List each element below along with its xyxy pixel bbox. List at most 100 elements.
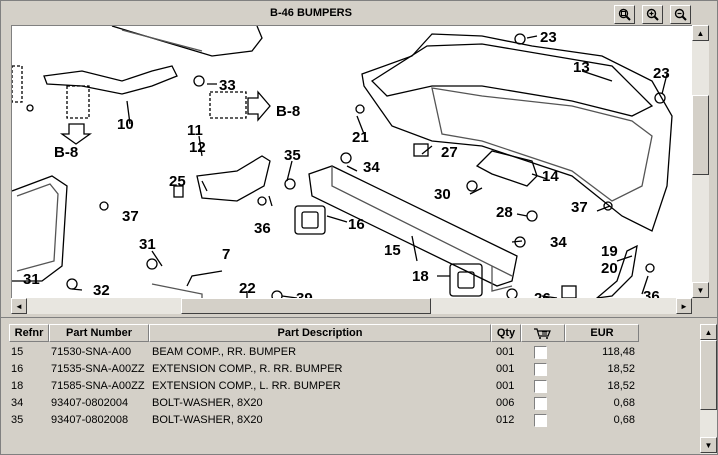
callout-11[interactable]: 11: [187, 122, 203, 139]
callout-31b[interactable]: 31: [23, 271, 40, 288]
cell-qty: 012: [496, 414, 515, 426]
col-qty[interactable]: Qty: [491, 324, 521, 342]
col-refnr[interactable]: Refnr: [9, 324, 49, 342]
callout-34a[interactable]: 34: [363, 159, 380, 176]
cell-qty: 001: [496, 380, 515, 392]
zoom-fit-icon: [618, 8, 631, 21]
callout-12[interactable]: 12: [189, 139, 206, 156]
callout-21[interactable]: 21: [352, 129, 369, 146]
cell-eur: 0,68: [613, 397, 635, 409]
callout-10[interactable]: 10: [117, 116, 134, 133]
table-vertical-scrollbar[interactable]: ▲ ▼: [700, 324, 717, 454]
callout-27[interactable]: 27: [441, 144, 458, 161]
zoom-in-button[interactable]: [642, 5, 663, 24]
callout-13[interactable]: 13: [573, 59, 590, 76]
callout-14[interactable]: 14: [542, 168, 559, 185]
table-row[interactable]: 18 71585-SNA-A00ZZ EXTENSION COMP., L. R…: [9, 378, 639, 395]
table-row[interactable]: 16 71535-SNA-A00ZZ EXTENSION COMP., R. R…: [9, 361, 639, 378]
cell-eur: 18,52: [607, 380, 635, 392]
callout-26[interactable]: 26: [534, 290, 551, 298]
zoom-in-icon: [646, 8, 659, 21]
pane-splitter[interactable]: [1, 317, 717, 324]
diagram-horizontal-scrollbar[interactable]: ◄ ►: [11, 298, 692, 314]
callout-18[interactable]: 18: [412, 268, 429, 285]
scroll-thumb-horizontal[interactable]: [181, 298, 431, 314]
callout-19[interactable]: 19: [601, 243, 618, 260]
table-scroll-thumb[interactable]: [700, 340, 717, 410]
zoom-out-button[interactable]: [670, 5, 691, 24]
cell-refnr: 35: [11, 414, 24, 426]
callout-28[interactable]: 28: [496, 204, 513, 221]
arrow-up-icon: ▲: [704, 327, 713, 337]
col-description[interactable]: Part Description: [149, 324, 491, 342]
scroll-left-button[interactable]: ◄: [11, 298, 27, 314]
arrow-up-icon: ▲: [696, 28, 705, 38]
col-part-number[interactable]: Part Number: [49, 324, 149, 342]
callout-33[interactable]: 33: [219, 77, 236, 94]
cell-eur: 118,48: [602, 346, 635, 358]
exploded-view-drawing: 23 13 23 33 10 11 12 35 21 27 34 25 14 3…: [12, 26, 673, 298]
callout-39[interactable]: 39: [296, 290, 313, 298]
diagram-vertical-scrollbar[interactable]: ▲ ▼: [692, 25, 709, 298]
callout-23a[interactable]: 23: [540, 29, 557, 46]
col-eur[interactable]: EUR: [565, 324, 639, 342]
callout-20[interactable]: 20: [601, 260, 618, 277]
arrow-down-icon: ▼: [696, 285, 705, 295]
zoom-fit-button[interactable]: [614, 5, 635, 24]
cell-qty: 001: [496, 363, 515, 375]
scroll-right-button[interactable]: ►: [676, 298, 692, 314]
ref-b8-right[interactable]: B-8: [276, 103, 300, 120]
ref-b8-down[interactable]: B-8: [54, 144, 78, 161]
cell-description: EXTENSION COMP., L. RR. BUMPER: [152, 380, 341, 392]
callout-34b[interactable]: 34: [550, 234, 567, 251]
cell-refnr: 16: [11, 363, 24, 375]
callout-35[interactable]: 35: [284, 147, 301, 164]
scroll-thumb[interactable]: [692, 95, 709, 175]
callout-37b[interactable]: 37: [122, 208, 139, 225]
callout-30[interactable]: 30: [434, 186, 451, 203]
table-scroll-up-button[interactable]: ▲: [700, 324, 717, 340]
parts-diagram[interactable]: 23 13 23 33 10 11 12 35 21 27 34 25 14 3…: [11, 25, 692, 298]
callout-36b[interactable]: 36: [643, 288, 660, 298]
table-row[interactable]: 35 93407-0802008 BOLT-WASHER, 8X20 012 0…: [9, 412, 639, 429]
callout-32[interactable]: 32: [93, 282, 110, 298]
add-to-cart-checkbox[interactable]: [534, 380, 547, 393]
col-cart[interactable]: [521, 324, 565, 342]
table-header: Refnr Part Number Part Description Qty E…: [9, 324, 639, 342]
title-bar: B-46 BUMPERS: [1, 1, 717, 25]
add-to-cart-checkbox[interactable]: [534, 397, 547, 410]
callout-15[interactable]: 15: [384, 242, 401, 259]
table-row[interactable]: 15 71530-SNA-A00 BEAM COMP., RR. BUMPER …: [9, 344, 639, 361]
callout-7[interactable]: 7: [222, 246, 230, 263]
callout-22[interactable]: 22: [239, 280, 256, 297]
parts-table: Refnr Part Number Part Description Qty E…: [9, 324, 709, 454]
scroll-down-button[interactable]: ▼: [692, 282, 709, 298]
table-row[interactable]: 34 93407-0802004 BOLT-WASHER, 8X20 006 0…: [9, 395, 639, 412]
callout-16[interactable]: 16: [348, 216, 365, 233]
cell-part-number: 71585-SNA-A00ZZ: [51, 380, 145, 392]
cell-part-number: 71530-SNA-A00: [51, 346, 132, 358]
zoom-out-icon: [674, 8, 687, 21]
arrow-right-icon: ►: [680, 301, 688, 311]
add-to-cart-checkbox[interactable]: [534, 414, 547, 427]
callout-37a[interactable]: 37: [571, 199, 588, 216]
callout-23b[interactable]: 23: [653, 65, 670, 82]
add-to-cart-checkbox[interactable]: [534, 363, 547, 376]
cell-description: BEAM COMP., RR. BUMPER: [152, 346, 297, 358]
cell-refnr: 18: [11, 380, 24, 392]
callout-25[interactable]: 25: [169, 173, 186, 190]
cell-part-number: 93407-0802008: [51, 414, 129, 426]
callout-31a[interactable]: 31: [139, 236, 156, 253]
table-scroll-down-button[interactable]: ▼: [700, 437, 717, 453]
add-to-cart-checkbox[interactable]: [534, 346, 547, 359]
cell-qty: 006: [496, 397, 515, 409]
diagram-title: B-46 BUMPERS: [270, 7, 352, 19]
cell-eur: 18,52: [607, 363, 635, 375]
cell-eur: 0,68: [613, 414, 635, 426]
cell-description: BOLT-WASHER, 8X20: [152, 414, 263, 426]
callout-36a[interactable]: 36: [254, 220, 271, 237]
scroll-up-button[interactable]: ▲: [692, 25, 709, 41]
arrow-left-icon: ◄: [15, 301, 23, 311]
cell-description: EXTENSION COMP., R. RR. BUMPER: [152, 363, 343, 375]
